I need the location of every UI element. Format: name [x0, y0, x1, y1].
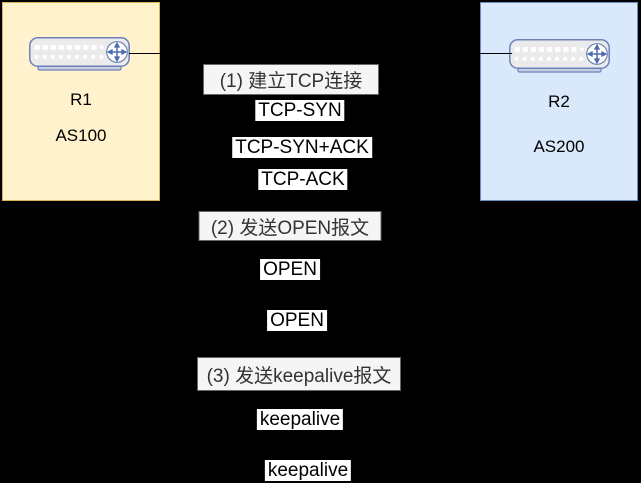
message-tcp-ack: TCP-ACK: [258, 169, 348, 190]
as200-zone: R2 AS200: [480, 2, 638, 201]
step-3-title-box: (3) 发送keepalive报文: [197, 357, 401, 391]
message-open-2: OPEN: [267, 310, 327, 331]
peering-link-line: [129, 52, 512, 55]
as-number-label: AS200: [533, 137, 585, 156]
router-icon: [29, 37, 130, 71]
message-open-1: OPEN: [260, 259, 320, 280]
as-number-label: AS100: [55, 126, 107, 145]
step-1-title-box: (1) 建立TCP连接: [203, 64, 379, 95]
router-name-label: R2: [548, 92, 570, 111]
router-name-label: R1: [70, 90, 92, 109]
message-tcp-syn: TCP-SYN: [255, 100, 345, 121]
message-keepalive-1: keepalive: [256, 409, 344, 430]
message-keepalive-2: keepalive: [264, 460, 352, 481]
as100-zone: R1 AS100: [2, 2, 160, 201]
router-icon: [509, 39, 610, 73]
message-tcp-syn-ack: TCP-SYN+ACK: [232, 137, 372, 158]
step-2-title-box: (2) 发送OPEN报文: [198, 211, 382, 241]
